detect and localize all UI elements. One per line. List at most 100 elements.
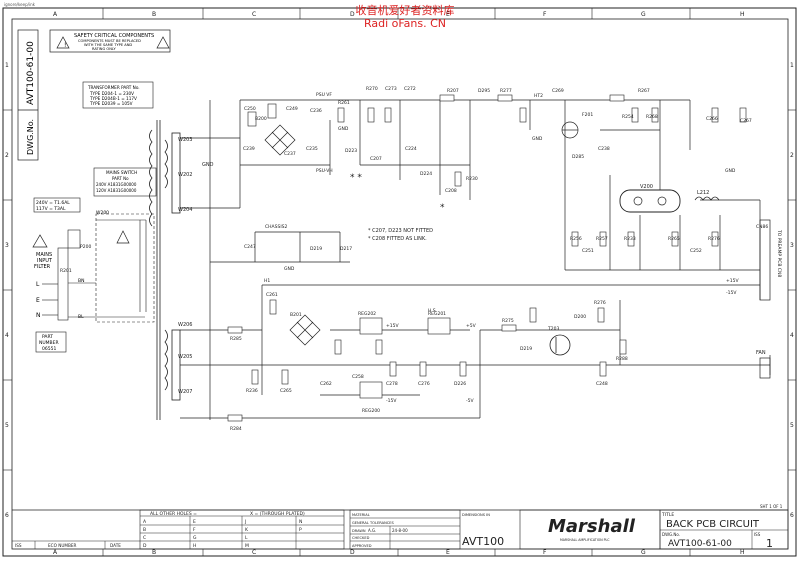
drawing-number: AVT100-61-00	[668, 539, 732, 549]
title-block: SHT 1 OF 1 ALL OTHER HOLES = X = (THROUG…	[12, 504, 789, 550]
valve-v200: V200	[619, 184, 681, 213]
row-label: 5	[5, 422, 9, 429]
mains-input-filter: MAINS INPUT FILTER L E N BN BL PART NUMB…	[32, 229, 145, 353]
safety-line: RATING ONLY	[92, 47, 116, 51]
comp-ref: C251	[582, 248, 594, 254]
sheet-label: SHT 1 OF 1	[760, 504, 783, 509]
transformer-line: TYPE D204-1 = 230V	[89, 91, 134, 96]
transformer-line: TYPE D204B-1 = 117V	[89, 96, 137, 101]
grid-ticks	[3, 8, 796, 556]
transformer-title: TRANSFORMER PART No.	[87, 85, 140, 90]
comp-ref: D295	[478, 88, 490, 94]
warning-icon	[116, 230, 130, 244]
svg-text:N: N	[36, 312, 41, 319]
part-number-box	[35, 331, 67, 353]
svg-text:*: *	[440, 203, 445, 213]
supply-label: PSU-VH	[316, 168, 333, 174]
comp-ref: C250	[244, 106, 256, 112]
grid-letter: F	[193, 527, 196, 533]
comp-ref: C252	[690, 248, 702, 254]
row-labels: 1 2 3 4 5 6 1 2 3 4 5 6	[5, 62, 794, 519]
upper-components	[247, 94, 747, 247]
supply-label: +15V	[386, 323, 399, 329]
warning-icon	[56, 36, 70, 49]
grid-letter: B	[143, 527, 146, 533]
col-label: F	[543, 549, 547, 556]
outer-border	[2, 7, 797, 557]
comp-ref: R277	[500, 88, 512, 94]
warning-icon	[32, 234, 48, 248]
comp-ref: R233	[624, 236, 636, 242]
brand-sub: MARSHALL AMPLIFICATION PLC	[560, 538, 610, 542]
col-label: A	[53, 11, 58, 18]
lower-supply-wiring	[180, 100, 771, 420]
comp-ref: B201	[290, 312, 302, 318]
svg-text:L212: L212	[697, 190, 709, 196]
comp-ref: REG201	[428, 311, 446, 317]
through-label: X = (THROUGH PLATED)	[250, 511, 305, 517]
row-label: 3	[5, 242, 9, 249]
grid-letter: N	[299, 519, 302, 525]
winding-ref: W203	[178, 137, 193, 143]
winding-ref: W202	[178, 172, 193, 178]
supply-label: PSU VF	[316, 92, 332, 98]
comp-ref: R284	[230, 426, 242, 432]
comp-ref: P200	[80, 244, 91, 250]
grid-letter: D	[143, 543, 147, 549]
comp-ref: D223	[345, 148, 357, 154]
grid-letter: E	[193, 519, 196, 525]
watermark-line: 收音机爱好者资料库	[355, 4, 455, 17]
comp-ref: C273	[385, 86, 397, 92]
part-line: 06551	[42, 346, 56, 352]
watermark: 收音机爱好者资料库 Radi oFans. CN	[340, 4, 470, 30]
comp-ref: R276	[708, 236, 720, 242]
fuse-line: 240V = T1.6AL	[36, 200, 70, 206]
col-label: B	[152, 549, 156, 556]
comp-ref: C261	[266, 292, 278, 298]
comp-ref: C262	[320, 381, 332, 387]
comp-ref: C269	[552, 88, 564, 94]
comp-ref: C272	[404, 86, 416, 92]
comp-ref: R207	[447, 88, 459, 94]
lower-labels: R285 C261 B201 REG202 REG201 R275 T203 R…	[230, 278, 628, 432]
lower-components	[227, 299, 627, 422]
comp-ref: REG200	[362, 408, 380, 414]
row-label: 2	[5, 152, 9, 159]
grid-letter: H	[193, 543, 196, 549]
supply-label: HT2	[534, 93, 543, 99]
comp-ref: C258	[352, 374, 364, 380]
comp-ref: C266	[706, 116, 718, 122]
hs-label: H.S.	[428, 308, 437, 314]
transformer-line: TYPE D2039 = 105V	[89, 101, 133, 106]
supply-label: -15V	[726, 290, 737, 296]
mains-switch-frame: W200	[95, 210, 155, 323]
vertical-drawing-number: AVT100-61-00 DWG.No.	[17, 29, 39, 161]
approved-label: APPROVED	[352, 544, 372, 548]
mains-label: INPUT	[37, 258, 53, 264]
iss-header: ISS	[15, 543, 22, 548]
row-label: 6	[790, 512, 794, 519]
comp-ref: C235	[306, 146, 318, 152]
col-label: E	[446, 549, 450, 556]
comp-ref: R267	[638, 88, 650, 94]
supply-label: +5V	[466, 323, 477, 329]
safety-title: SAFETY CRITICAL COMPONENTS	[74, 33, 154, 39]
drawn-date: 24-8-00	[392, 528, 408, 533]
preamp-connector: TO PREAMP PCB CN8 +15V -15V	[726, 219, 782, 301]
svg-text:BN: BN	[78, 278, 84, 284]
comp-ref: C276	[418, 381, 430, 387]
eco-header: ECO NUMBER	[48, 543, 77, 548]
comp-ref: F201	[582, 112, 593, 118]
comp-ref: R265	[668, 236, 680, 242]
row-label: 5	[790, 422, 794, 429]
row-label: 1	[790, 62, 794, 69]
comp-ref: R285	[230, 336, 242, 342]
title-label: TITLE	[661, 512, 674, 518]
gnd-label: GND	[338, 126, 349, 132]
gnd-label: GND	[532, 136, 543, 142]
grid-letter: C	[143, 535, 146, 541]
material-label: MATERIAL	[352, 513, 370, 517]
row-label: 3	[790, 242, 794, 249]
upper-labels: C250 B200 C249 C236 R261 R270 C273 C272 …	[243, 86, 768, 230]
winding-ref: W204	[178, 207, 193, 213]
